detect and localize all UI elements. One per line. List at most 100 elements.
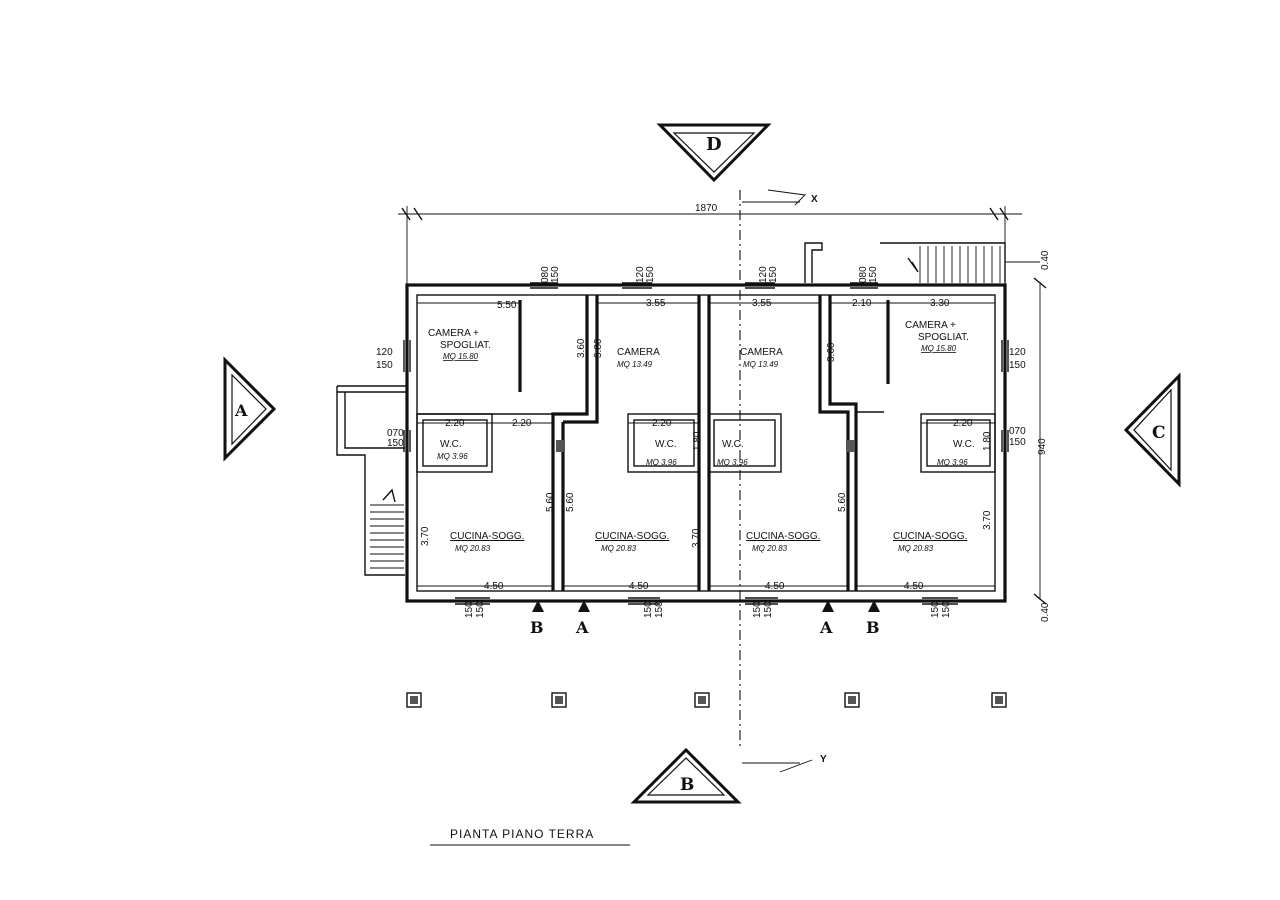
dim-label: 4.50 (904, 581, 924, 592)
marker-b-label: B (680, 775, 694, 795)
dim-label: 4.50 (765, 581, 785, 592)
win-label: 150 (387, 438, 404, 449)
dim-label: 1.80 (982, 431, 993, 451)
win-label: 150 (475, 601, 486, 618)
marker-d-label: D (706, 134, 722, 155)
win-label: 150 (768, 266, 779, 283)
plan-title-text: PIANTA PIANO TERRA (450, 827, 594, 841)
dim-label: 1.80 (692, 431, 703, 451)
dim-label: 4.50 (484, 581, 504, 592)
room-name: W.C. (953, 439, 975, 450)
section-marker-c: C (1123, 372, 1181, 488)
room-area: MQ 3.96 (646, 458, 677, 467)
win-label: 150 (930, 601, 941, 618)
room-name: SPOGLIAT. (918, 332, 969, 343)
exterior-walls (405, 283, 1007, 603)
dimension-labels: 5.50 3.55 3.55 2.10 3.30 3.60 3.80 3.60 … (417, 298, 995, 592)
dim-label: 5.60 (545, 492, 556, 512)
room-name: CUCINA-SOGG. (746, 531, 820, 542)
left-stair (336, 385, 407, 576)
room-name: W.C. (440, 439, 462, 450)
dim-label: 2.10 (852, 298, 872, 309)
overall-depth-label: 940 (1037, 438, 1048, 455)
room-name: CAMERA (617, 347, 660, 358)
dim-label: 3.70 (420, 526, 431, 546)
win-label: 150 (645, 266, 656, 283)
room-labels: CAMERA + SPOGLIAT. MQ 15.80 CAMERA MQ 13… (428, 320, 975, 553)
win-label: 150 (464, 601, 475, 618)
room-area: MQ 20.83 (752, 544, 788, 553)
room-area: MQ 3.96 (717, 458, 748, 467)
room-name: W.C. (722, 439, 744, 450)
win-label: 150 (376, 360, 393, 371)
room-area: MQ 20.83 (898, 544, 934, 553)
win-label: 150 (752, 601, 763, 618)
right-stair (804, 242, 1040, 283)
dim-label: 3.80 (593, 338, 604, 358)
room-name: CAMERA + (905, 320, 956, 331)
dim-label: 3.60 (826, 342, 837, 362)
windows (403, 282, 1009, 605)
room-name: CUCINA-SOGG. (595, 531, 669, 542)
win-label: 150 (654, 601, 665, 618)
win-label: 150 (763, 601, 774, 618)
room-name: CAMERA (740, 347, 783, 358)
room-area: MQ 15.80 (443, 352, 479, 361)
dim-label: 2.20 (445, 418, 465, 429)
dim-label: 3.70 (982, 510, 993, 530)
axis-x-label: X (811, 194, 818, 205)
room-area: MQ 20.83 (455, 544, 491, 553)
room-area: MQ 3.96 (937, 458, 968, 467)
cut-label: B (530, 618, 544, 637)
edge-depth-bottom: 0.40 (1040, 602, 1051, 622)
win-label: 150 (1009, 360, 1026, 371)
dim-label: 4.50 (629, 581, 649, 592)
win-label: 080 (540, 266, 551, 283)
party-walls (551, 295, 884, 591)
axis-x: X Y (739, 189, 827, 773)
dim-label: 5.50 (497, 300, 517, 311)
win-label: 070 (387, 428, 404, 439)
room-area: MQ 15.80 (921, 344, 957, 353)
dim-label: 2.20 (652, 418, 672, 429)
dim-label: 2.20 (512, 418, 532, 429)
edge-depth-top: 0.40 (1040, 250, 1051, 270)
room-area: MQ 13.49 (743, 360, 779, 369)
win-label: 080 (858, 266, 869, 283)
dim-label: 3.70 (691, 528, 702, 548)
cut-label: B (866, 618, 880, 637)
win-label: 120 (635, 266, 646, 283)
cut-label: A (575, 618, 589, 637)
dim-label: 3.55 (752, 298, 772, 309)
overall-dimension: 1870 940 0.40 0.40 (398, 203, 1051, 622)
marker-a-label: A (234, 401, 248, 420)
win-label: 070 (1009, 426, 1026, 437)
section-marker-b: B (630, 747, 742, 804)
dim-label: 5.60 (565, 492, 576, 512)
win-label: 150 (643, 601, 654, 618)
interior-walls (416, 300, 996, 473)
room-name: CUCINA-SOGG. (450, 531, 524, 542)
win-label: 150 (868, 266, 879, 283)
dim-label: 2.20 (953, 418, 973, 429)
dim-label: 3.55 (646, 298, 666, 309)
win-label: 150 (941, 601, 952, 618)
room-area: MQ 13.49 (617, 360, 653, 369)
dim-label: 5.60 (837, 492, 848, 512)
room-area: MQ 20.83 (601, 544, 637, 553)
plan-title: PIANTA PIANO TERRA (430, 827, 630, 846)
cut-label: A (819, 618, 833, 637)
section-marker-a: A (223, 356, 277, 462)
win-label: 120 (1009, 347, 1026, 358)
win-label: 120 (376, 347, 393, 358)
room-area: MQ 3.96 (437, 452, 468, 461)
win-label: 120 (758, 266, 769, 283)
pillars (406, 692, 1007, 708)
room-name: CAMERA + (428, 328, 479, 339)
win-label: 150 (1009, 437, 1026, 448)
overall-width-label: 1870 (695, 203, 718, 214)
room-name: W.C. (655, 439, 677, 450)
marker-c-label: C (1152, 423, 1166, 443)
dim-label: 3.60 (576, 338, 587, 358)
